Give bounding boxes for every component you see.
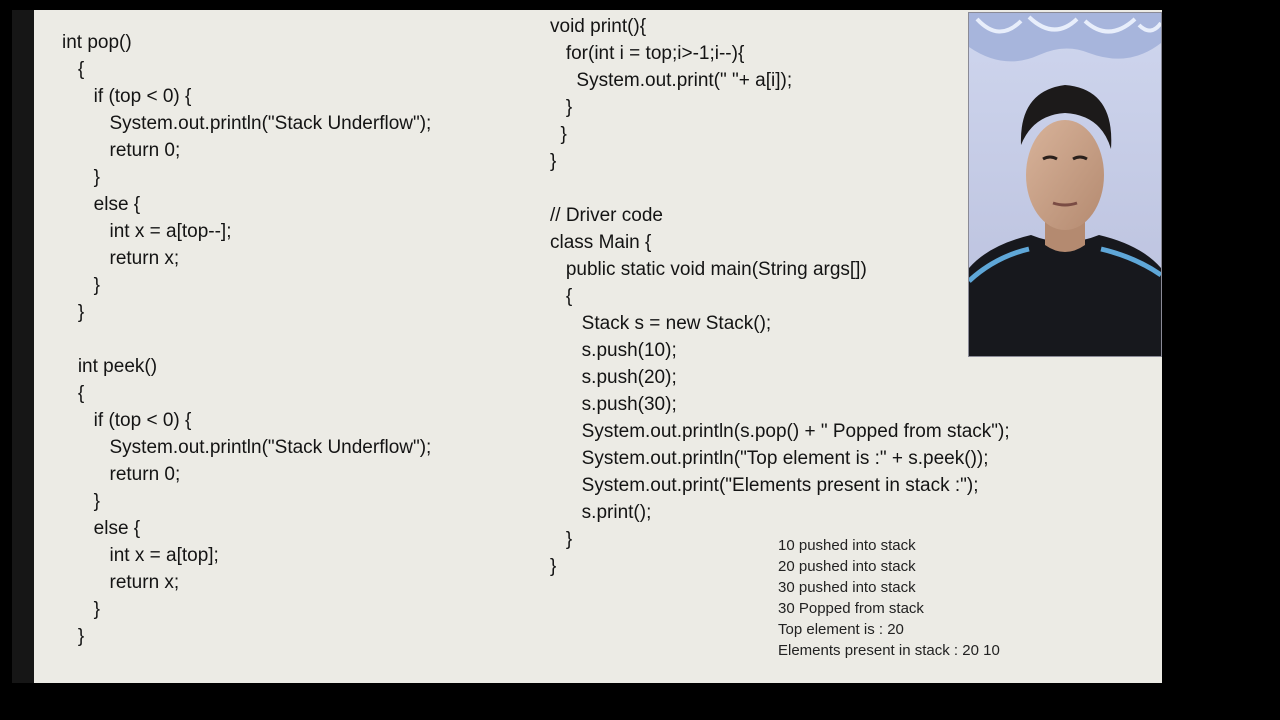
shirt-stripe-left: [969, 246, 1030, 283]
presenter-eyes: [1042, 155, 1088, 161]
code-line: else {: [62, 518, 141, 539]
code-line: }: [550, 556, 557, 577]
code-line: return 0;: [62, 140, 181, 161]
code-line: return x;: [62, 572, 180, 593]
code-line: return 0;: [62, 464, 181, 485]
code-line: s.push(20);: [550, 367, 677, 388]
presenter-face: [1026, 120, 1104, 230]
code-line: }: [550, 124, 567, 145]
code-line: Stack s = new Stack();: [550, 313, 772, 334]
code-line: if (top < 0) {: [62, 86, 192, 107]
console-output: 10 pushed into stack 20 pushed into stack…: [778, 535, 1000, 661]
code-line: {: [62, 59, 85, 80]
code-line: System.out.print("Elements present in st…: [550, 475, 979, 496]
code-line: int pop(): [62, 32, 132, 53]
code-line: }: [550, 151, 557, 172]
console-output-line: 30 pushed into stack: [778, 579, 916, 596]
code-line: int peek(): [62, 356, 158, 377]
presenter-hair: [1020, 85, 1112, 149]
console-output-line: Top element is : 20: [778, 621, 904, 638]
code-line: {: [62, 383, 85, 404]
console-output-line: 20 pushed into stack: [778, 558, 916, 575]
console-output-line: 10 pushed into stack: [778, 537, 916, 554]
code-line: }: [550, 529, 573, 550]
code-line: if (top < 0) {: [62, 410, 192, 431]
code-line: }: [62, 302, 85, 323]
code-line: s.push(30);: [550, 394, 677, 415]
presenter-webcam: [968, 12, 1162, 357]
slide-side-stripe: [12, 10, 34, 683]
code-line: class Main {: [550, 232, 652, 253]
code-line: System.out.println(s.pop() + " Popped fr…: [550, 421, 1010, 442]
code-pop-peek-methods: int pop() { if (top < 0) { System.out.pr…: [62, 29, 431, 650]
code-line: int x = a[top--];: [62, 221, 232, 242]
presenter-mouth: [1052, 201, 1078, 207]
code-line: }: [550, 97, 573, 118]
code-line: System.out.println("Stack Underflow");: [62, 113, 432, 134]
code-line: else {: [62, 194, 141, 215]
code-line: // Driver code: [550, 205, 663, 226]
code-line: int x = a[top];: [62, 545, 219, 566]
code-line: System.out.print(" "+ a[i]);: [550, 70, 793, 91]
curtain-pattern: [975, 15, 1161, 34]
code-print-and-driver: void print(){ for(int i = top;i>-1;i--){…: [550, 13, 1010, 580]
code-line: s.push(10);: [550, 340, 677, 361]
code-line: [62, 326, 431, 353]
code-line: System.out.println("Stack Underflow");: [62, 437, 432, 458]
code-line: for(int i = top;i>-1;i--){: [550, 43, 745, 64]
code-line: public static void main(String args[]): [550, 259, 867, 280]
code-line: }: [62, 626, 85, 647]
presenter-shirt: [969, 235, 1161, 356]
shirt-stripe-right: [1100, 246, 1161, 278]
code-line: [550, 175, 1010, 202]
code-line: }: [62, 275, 101, 296]
code-line: void print(){: [550, 16, 647, 37]
code-line: s.print();: [550, 502, 652, 523]
code-line: System.out.println("Top element is :" + …: [550, 448, 989, 469]
code-line: {: [550, 286, 573, 307]
code-line: }: [62, 167, 101, 188]
code-line: }: [62, 599, 101, 620]
code-line: return x;: [62, 248, 180, 269]
console-output-line: 30 Popped from stack: [778, 600, 924, 617]
code-line: }: [62, 491, 101, 512]
console-output-line: Elements present in stack : 20 10: [778, 642, 1000, 659]
